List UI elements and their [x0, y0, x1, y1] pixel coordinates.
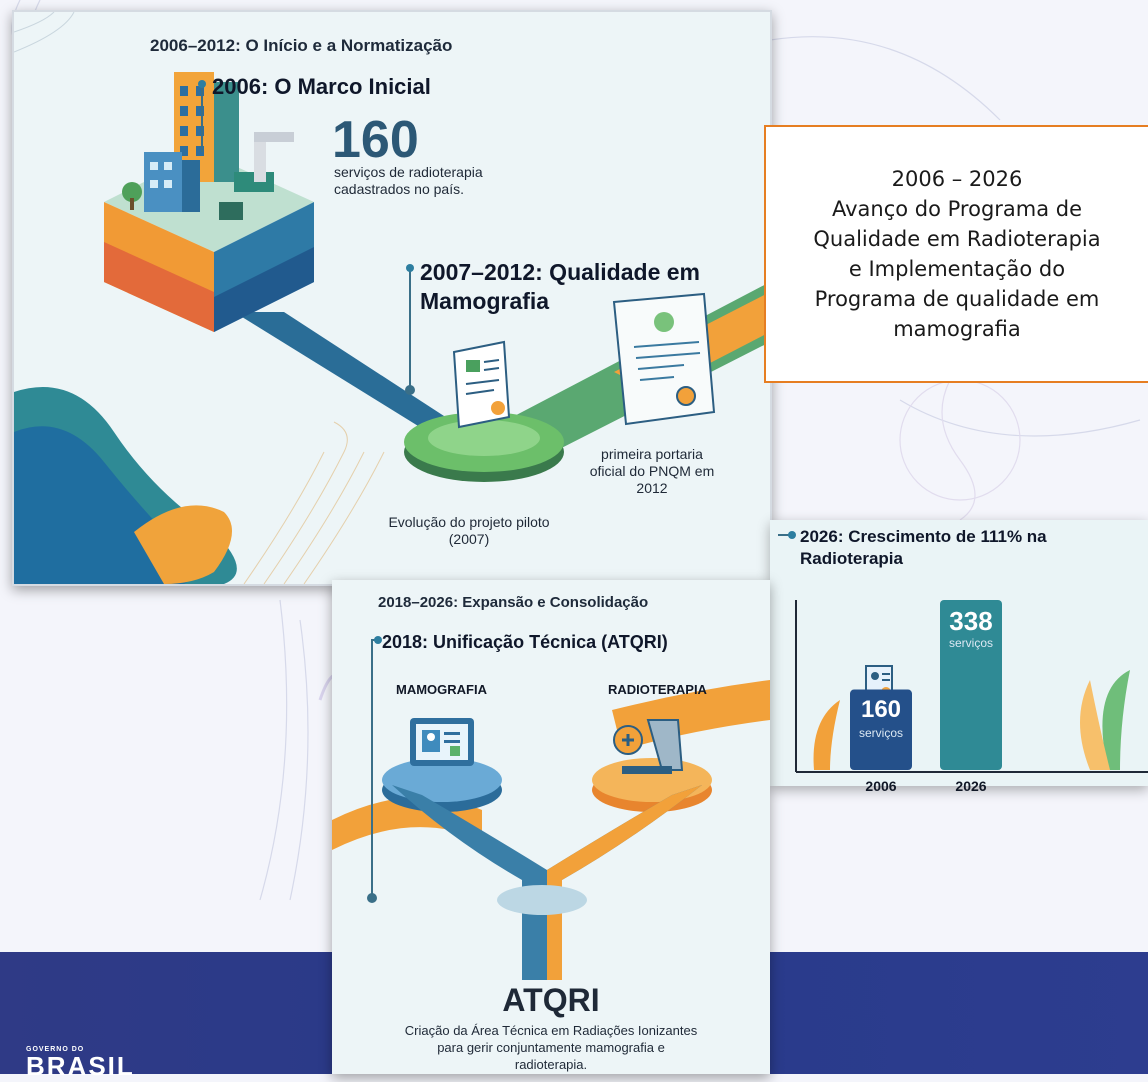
bar-value-2026: 338	[949, 606, 993, 636]
summary-line-3: Qualidade em Radioterapia	[813, 227, 1101, 251]
summary-line-4: e Implementação do	[848, 257, 1066, 281]
government-logo: GOVERNO DO BRASIL	[26, 1046, 135, 1082]
summary-line-1: 2006 – 2026	[891, 167, 1023, 191]
bar-2006	[850, 689, 912, 770]
portaria-text: primeira portaria oficial do PNQM em 201…	[589, 446, 715, 496]
unification-title: 2018: Unificação Técnica (ATQRI)	[382, 632, 668, 652]
bar-unit-2026: serviços	[948, 636, 993, 650]
growth-chart-background	[778, 531, 796, 539]
summary-text-box: 2006 – 2026 Avanço do Programa de Qualid…	[764, 125, 1148, 383]
big-number-160: 160	[332, 111, 419, 169]
panel1-heading: 2006–2012: O Início e a Normatização	[150, 36, 453, 55]
bar-2026	[940, 600, 1002, 770]
marco-inicial-title: 2006: O Marco Inicial	[212, 74, 431, 99]
timeline-panel-2018-2026: 2018–2026: Expansão e Consolidação 2018:…	[332, 580, 770, 1074]
bar-unit-2006: serviços	[858, 725, 903, 740]
panel2-illustration	[332, 636, 770, 980]
x-tick-2026: 2026	[955, 778, 987, 794]
atqri-title: ATQRI	[502, 982, 600, 1018]
timeline-panel-2006-2012: 2006–2012: O Início e a Normatização 200…	[12, 10, 772, 586]
pilot-project-text: Evolução do projeto piloto (2007)	[388, 514, 550, 547]
panel2-heading: 2018–2026: Expansão e Consolidação	[378, 594, 649, 611]
summary-line-5: Programa de qualidade em	[814, 287, 1100, 311]
growth-bar-chart	[795, 600, 1148, 773]
panel1-illustration	[14, 12, 770, 584]
atqri-description: Criação da Área Técnica em Radiações Ion…	[404, 1023, 698, 1072]
summary-line-2: Avanço do Programa de	[831, 197, 1083, 221]
quality-mammography-title: 2007–2012: Qualidade em Mamografia	[420, 259, 700, 314]
gov-logo-big: BRASIL	[26, 1051, 135, 1081]
services-text: serviços de radioterapia cadastrados no …	[334, 164, 483, 197]
chart-title: 2026: Crescimento de 111% na Radioterapi…	[800, 527, 1047, 568]
bar-value-2006: 160	[860, 695, 902, 723]
summary-line-6: mamografia	[893, 317, 1021, 341]
x-tick-2006: 2006	[865, 778, 897, 794]
radiotherapy-label: RADIOTERAPIA	[608, 682, 707, 697]
gov-logo-small: GOVERNO DO	[26, 1046, 85, 1053]
mammography-label: MAMOGRAFIA	[396, 682, 487, 697]
